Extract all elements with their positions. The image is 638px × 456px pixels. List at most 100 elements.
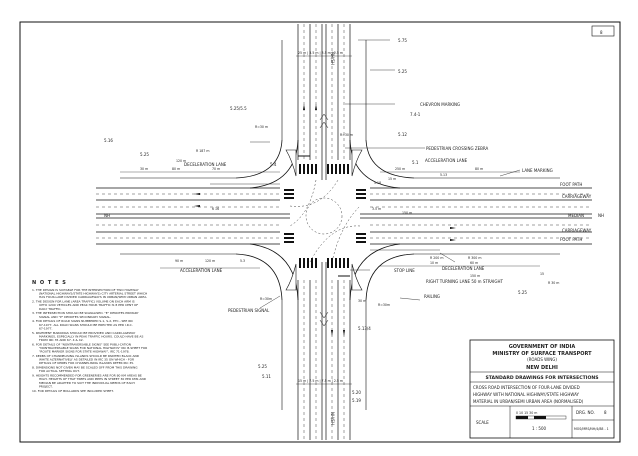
note-item: 4. FOR DETAILS OF ROAD SIGNS NUMBERED S-… [32,319,133,330]
dim-80-right: 80 m [475,167,483,171]
tb-drg-ref: MOS/MRS/NH/4/88 - 1 [574,427,609,431]
stop-lines [298,155,350,277]
tb-desc1: CROSS ROAD INTERSECTION OF FOUR-LANE DIV… [473,385,580,390]
title-block: GOVERNMENT OF INDIA MINISTRY OF SURFACE … [469,339,615,439]
dim-5-25-5: 5.25/5.5 [230,106,247,111]
note-item: 2. THE DESIGN FOR LANE (AREA TRAFFIC) VO… [32,300,138,311]
dim-10: 10 m [430,261,438,265]
label-stop-line: STOP LINE [394,268,415,273]
dim-7-4: 7.4-1 [410,112,421,117]
dim-r-200: R 200 m [430,256,443,260]
dim-5-3: 5.3 [240,259,245,263]
dim-15-right: 15 m [388,177,396,181]
dim-r-30-top: R=30 m [340,133,353,137]
dim-15-small: 15 [540,272,544,276]
dim-5-11: 5.11 [262,374,271,379]
label-carriageway-top: CARRIAGEWAY [562,194,592,199]
label-median: MEDIAN [568,213,584,218]
tb-org1: GOVERNMENT OF INDIA [509,344,576,350]
label-chevron-marking: CHEVRON MARKING [420,102,460,107]
note-item: 5. PAVEMENT MARKINGS SHOULD BE PROVIDED … [32,331,143,342]
label-foot-path: FOOT PATH [560,182,582,187]
tb-drg-label: DRG. NO. [576,410,595,415]
notes-section: N O T E S 1. THE DESIGN IS SUITABLE FOR … [32,280,147,393]
dim-5-13-4: 5.13/4 [358,326,371,331]
tb-desc2: HIGHWAY WITH NATIONAL HIGHWAY/STATE HIGH… [473,392,579,397]
sheet-number: 8 [600,30,603,35]
note-item: 8. DIMENSIONS NOT GIVEN MAY BE SCALED OF… [32,366,138,374]
road-name-south: NH/SH [330,412,335,425]
note-item: 1. THE DESIGN IS SUITABLE FOR THE INTERS… [32,288,147,299]
dim-bottom-widths: 15 m | 7.5 m | 7.5 m | 2.5 m [298,379,343,383]
note-item: 7. KERBS OF CHANNELISING ISLANDS SHOULD … [32,354,140,365]
dim-5-25-bottom: 5.25 [258,364,267,369]
east-west-road [96,187,592,245]
notes-list: 1. THE DESIGN IS SUITABLE FOR THE INTERS… [32,288,147,393]
dim-5-25-bot-right: 5.25 [518,290,527,295]
dim-70: 70 m [212,167,220,171]
dim-5-25-right: 5.25 [398,69,407,74]
corner-kerbs [235,139,415,301]
notes-title: N O T E S [32,280,67,286]
dim-30-left: 30 m [140,167,148,171]
leader-lines [250,39,521,309]
dim-5-4: 5.4 [270,162,277,167]
slip-lanes [120,40,560,410]
dim-80-top: 80 m [172,167,180,171]
dim-250: 250 m [395,167,405,171]
label-carriageway-bottom: CARRIAGEWAY [562,228,592,233]
dim-6-16: 6 16 [212,207,219,211]
label-deceleration-lane-top: DECELERATION LANE [184,162,227,167]
turning-paths [289,179,361,263]
note-item: 3. THE INTERSECTION SHOULD BE SIGNALISED… [32,311,139,319]
ns-lane-lines [303,24,345,440]
label-pedestrian-signal: PEDESTRIAN SIGNAL [228,308,270,313]
dim-top-widths: 25 m | 3.5 m | 3.5 m | 2.5 m [298,51,343,55]
tb-desc3: MATERIAL IN URBAN/SEMI URBAN AREA (NORMA… [473,399,584,404]
dim-30-cross: 30 m [358,299,366,303]
tb-scale-ratio: 1 : 500 [532,426,547,431]
dim-5-75: 5.75 [398,38,407,43]
label-lane-marking: LANE MARKING [522,168,553,173]
dim-5-12: 5.12 [398,132,407,137]
label-acceleration-lane-top: ACCELERATION LANE [425,158,468,163]
tb-scale-label: SCALE [476,420,489,425]
north-south-road [297,24,351,440]
label-pedestrian-crossing: PEDESTRIAN CROSSING ZEBRA [426,146,488,151]
label-nh-left: NH [104,213,110,218]
dim-5-13-a: 5.13 [440,173,447,177]
label-nh-right: NH [598,213,604,218]
note-item: 9. HEIGHTS RECOMMENDED FOR GREENERIES AR… [32,374,147,389]
ew-lane-lines [96,193,592,239]
tb-org2: MINISTRY OF SURFACE TRANSPORT [492,351,592,357]
railing-ticks [210,183,440,251]
chevron-marks [319,113,329,327]
dim-150-right: 150 m [402,211,412,215]
zebra-crossings [284,164,366,268]
tb-org3: (ROADS WING) [527,357,557,362]
label-acceleration-lane-bottom: ACCELERATION LANE [180,268,223,273]
dim-5-16: 5.16 [104,138,113,143]
dim-5-25-left: 5.25 [140,152,149,157]
sheet-number-box [591,25,615,37]
dim-r-30-right: R 30 m [548,281,559,285]
dim-5-1: 5.1 [412,160,419,165]
note-item: 6. FOR DETAILS OF "NONTRAVERSABLE SIGNS"… [32,342,147,353]
dim-r-30-left: R=30 m [255,125,268,129]
dim-5-19: 5.19 [352,398,361,403]
label-deceleration-lane-right: DECELERATION LANE [442,266,485,271]
tb-series: STANDARD DRAWINGS FOR INTERSECTIONS [485,375,598,381]
tb-scale-ticks: 0 10 15 30 m [516,411,537,415]
road-name-north: NH/SH [330,52,335,65]
dim-r-30-bl: R=30m [260,297,272,301]
dim-r-30-br: R=30m [378,303,390,307]
dim-90: 90 m [175,259,183,263]
channel-islands [285,149,363,291]
sheet-border [19,21,621,443]
dim-5-18: 5.18 [374,181,381,185]
lane-arrows [194,104,456,336]
dim-120: 120 m [176,159,186,163]
tb-drg-no: 8 [604,410,607,415]
note-item: 10. FOR DETAILS OF BOLLARDS SEE INCLUDED… [32,389,114,393]
